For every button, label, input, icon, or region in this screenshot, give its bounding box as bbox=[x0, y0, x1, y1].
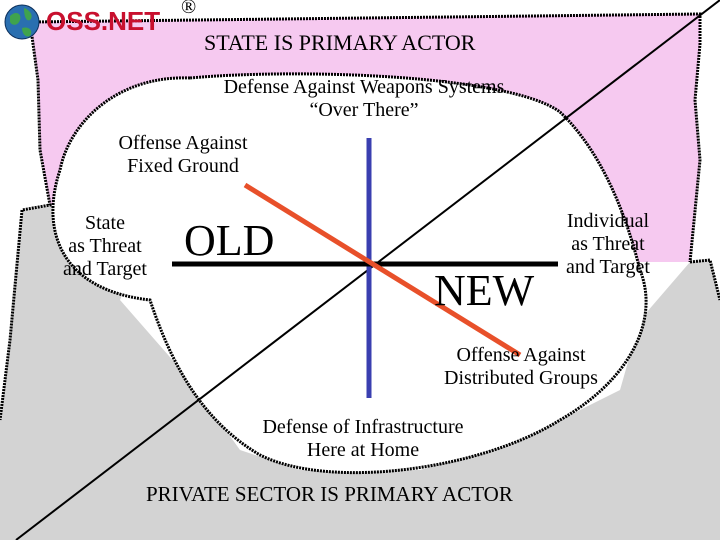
globe-icon bbox=[4, 4, 40, 40]
old-label: OLD bbox=[184, 216, 275, 265]
blob-outline bbox=[51, 72, 648, 475]
bottom-region-outline bbox=[0, 209, 720, 421]
registered-mark: ® bbox=[181, 0, 197, 18]
old-to-new-diagonal bbox=[243, 182, 522, 358]
state-threat-label: State as Threat and Target bbox=[46, 212, 164, 281]
weapons-line2: “Over There” bbox=[309, 99, 419, 121]
individual-line2: as Threat bbox=[571, 233, 645, 255]
weapons-label: Defense Against Weapons Systems “Over Th… bbox=[184, 76, 544, 122]
bottom-region bbox=[0, 204, 720, 540]
distributed-line1: Offense Against bbox=[456, 344, 586, 366]
individual-line1: Individual bbox=[566, 210, 650, 232]
fixed-line2: Fixed Ground bbox=[127, 155, 239, 177]
state-line2: as Threat bbox=[68, 235, 142, 257]
top-region-outline bbox=[21, 12, 702, 263]
individual-line3: and Target bbox=[566, 256, 650, 278]
state-line1: State bbox=[85, 212, 125, 234]
distributed-line2: Distributed Groups bbox=[444, 367, 598, 389]
individual-threat-label: Individual as Threat and Target bbox=[550, 210, 666, 279]
infrastructure-line2: Here at Home bbox=[306, 439, 420, 461]
state-line3: and Target bbox=[63, 258, 147, 280]
infrastructure-label: Defense of Infrastructure Here at Home bbox=[236, 416, 490, 462]
fixed-line1: Offense Against bbox=[118, 132, 248, 154]
top-actor-label: STATE IS PRIMARY ACTOR bbox=[204, 30, 476, 55]
new-label: NEW bbox=[434, 266, 535, 315]
distributed-groups-label: Offense Against Distributed Groups bbox=[416, 344, 626, 390]
bottom-actor-label: PRIVATE SECTOR IS PRIMARY ACTOR bbox=[146, 482, 513, 506]
infrastructure-line1: Defense of Infrastructure bbox=[262, 416, 464, 438]
weapons-line1: Defense Against Weapons Systems bbox=[223, 76, 505, 98]
fixed-ground-label: Offense Against Fixed Ground bbox=[98, 132, 268, 178]
logo-text: OSS.NET bbox=[46, 6, 161, 36]
center-blob bbox=[52, 73, 647, 473]
